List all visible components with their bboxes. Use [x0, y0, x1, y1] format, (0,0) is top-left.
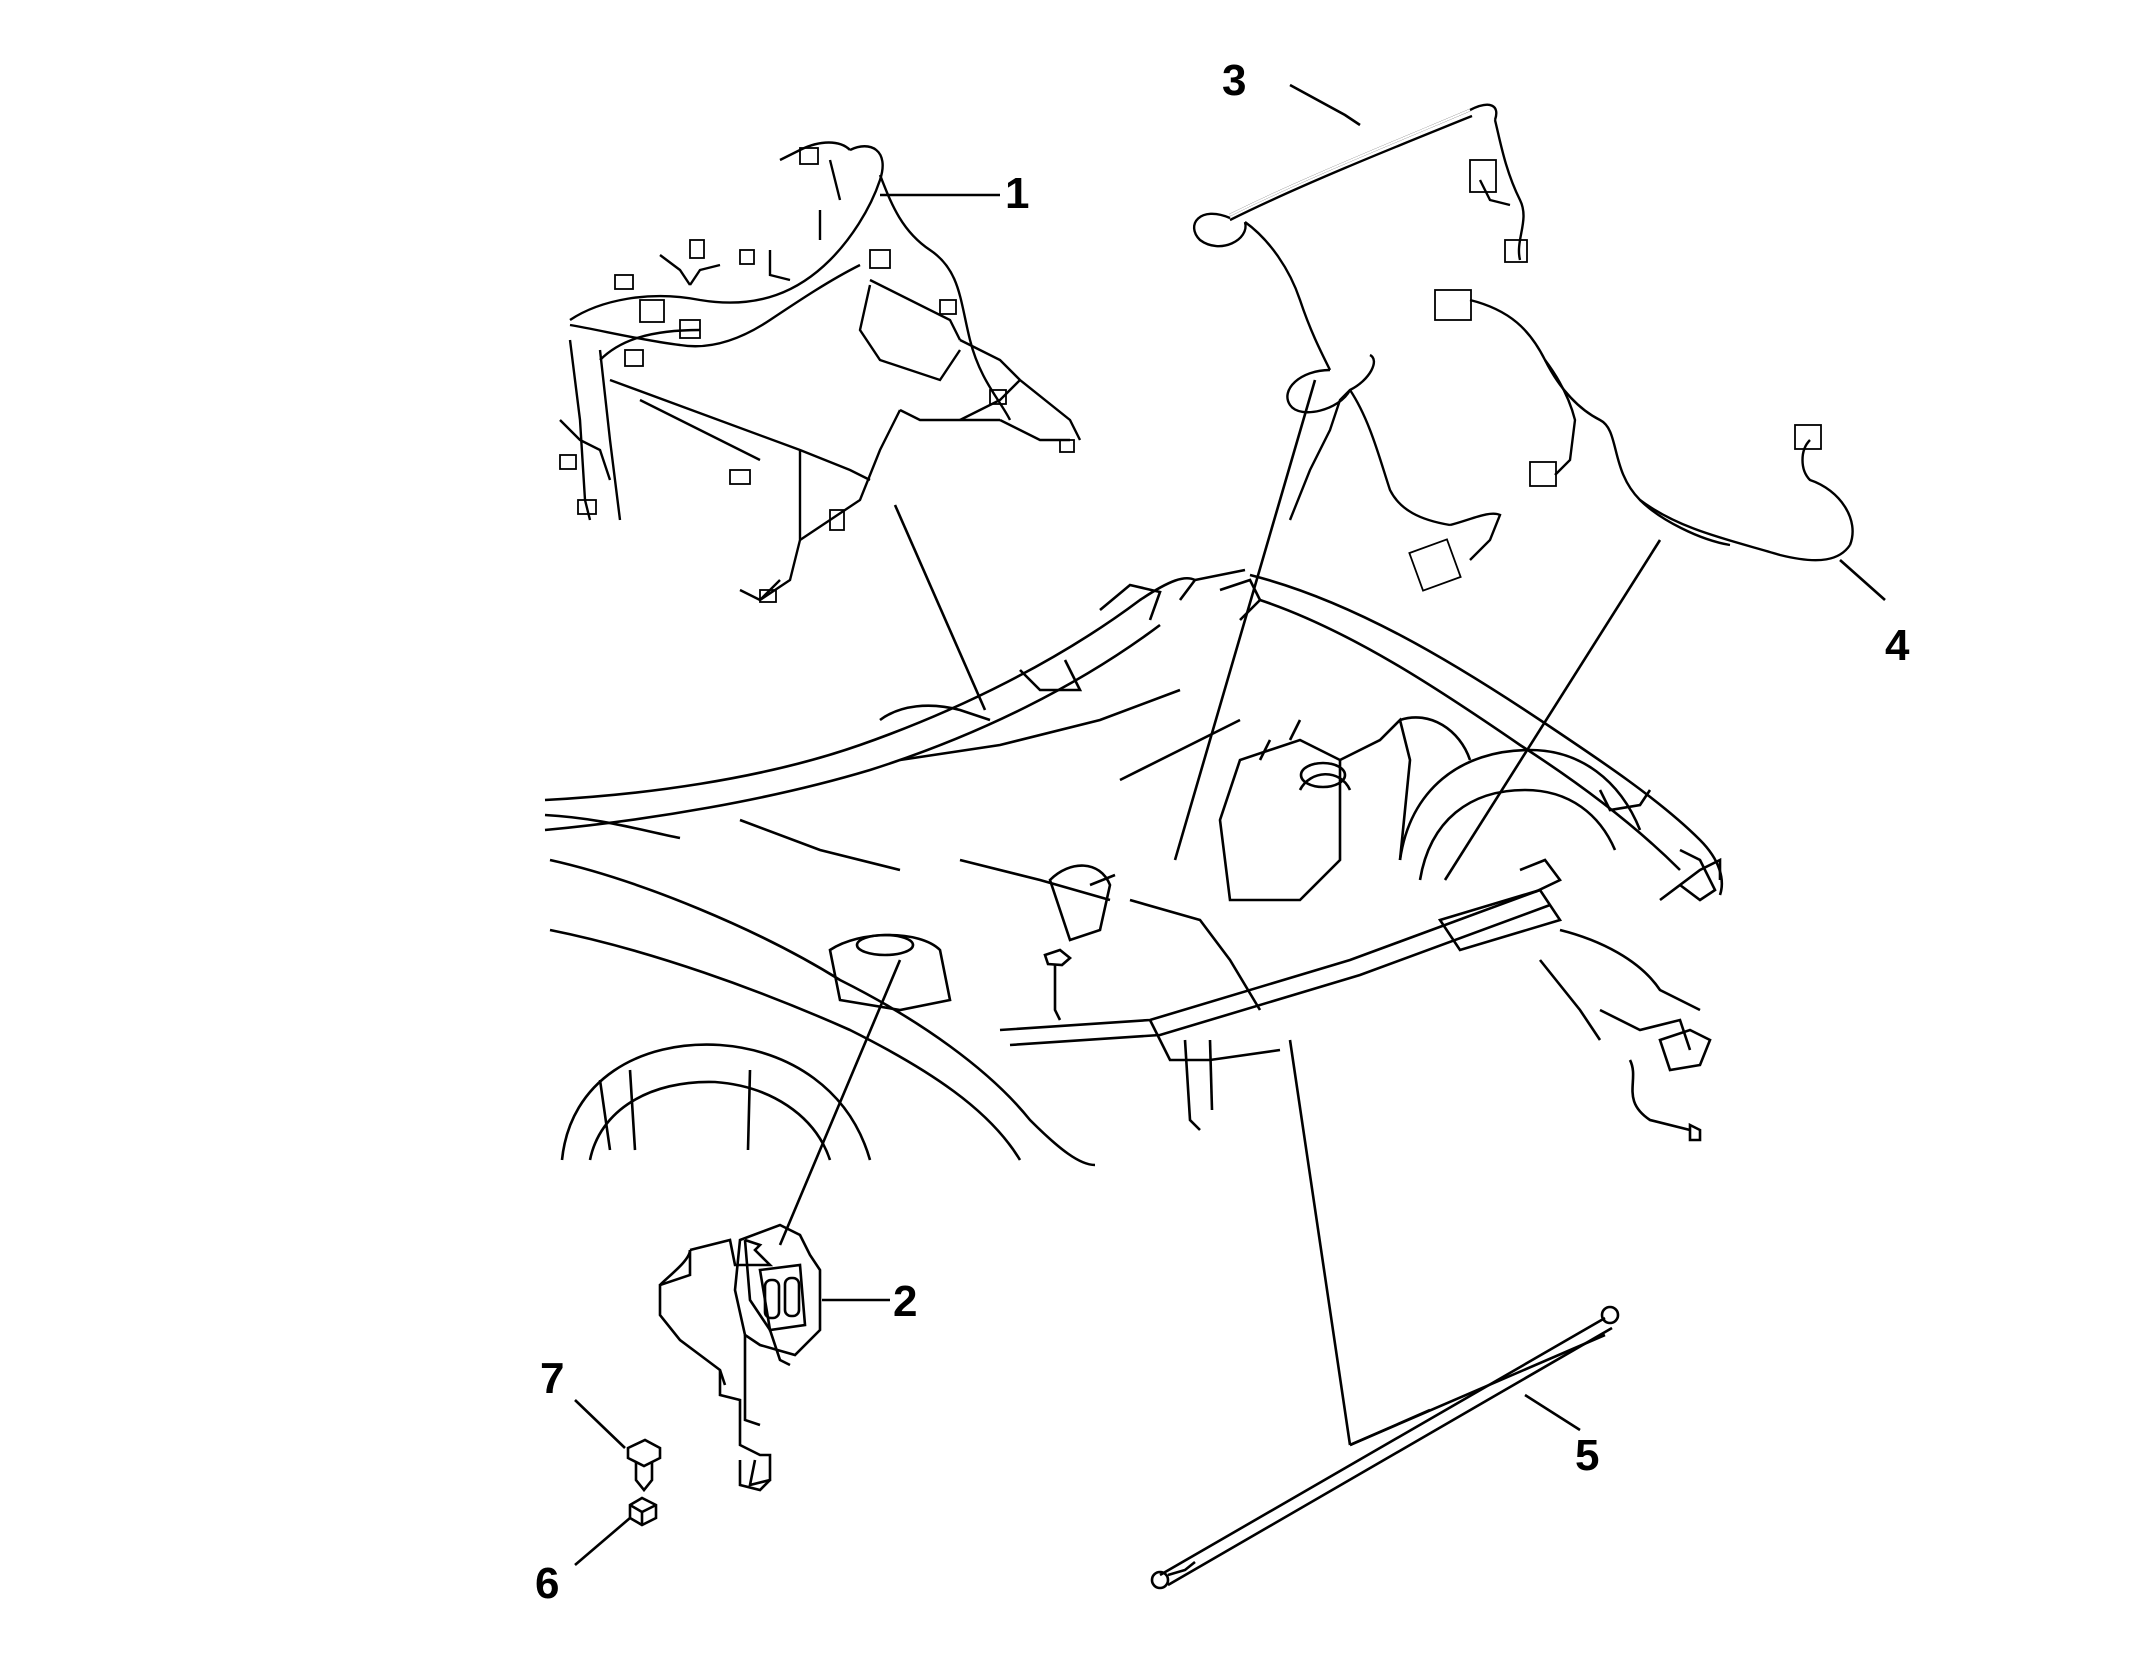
callout-3: 3 [1222, 56, 1246, 105]
callout-6: 6 [535, 1559, 559, 1608]
part-5-rod [1150, 1039, 1620, 1590]
part-2-module-bracket [658, 959, 902, 1492]
part-1-wiring-harness [559, 141, 1082, 711]
part-6-nut [574, 1496, 658, 1566]
part-7-bolt [574, 1399, 662, 1493]
part-3-wiring-harness [1173, 83, 1528, 861]
callout-7: 7 [540, 1354, 564, 1403]
part-4-wiring-harness [1434, 289, 1886, 881]
bay-fasteners [1043, 873, 1702, 1142]
callout-1: 1 [1005, 169, 1029, 218]
vehicle-front-structure [544, 568, 1724, 1167]
callout-4: 4 [1885, 621, 1910, 670]
callout-5: 5 [1575, 1431, 1599, 1480]
callout-2: 2 [893, 1277, 917, 1326]
